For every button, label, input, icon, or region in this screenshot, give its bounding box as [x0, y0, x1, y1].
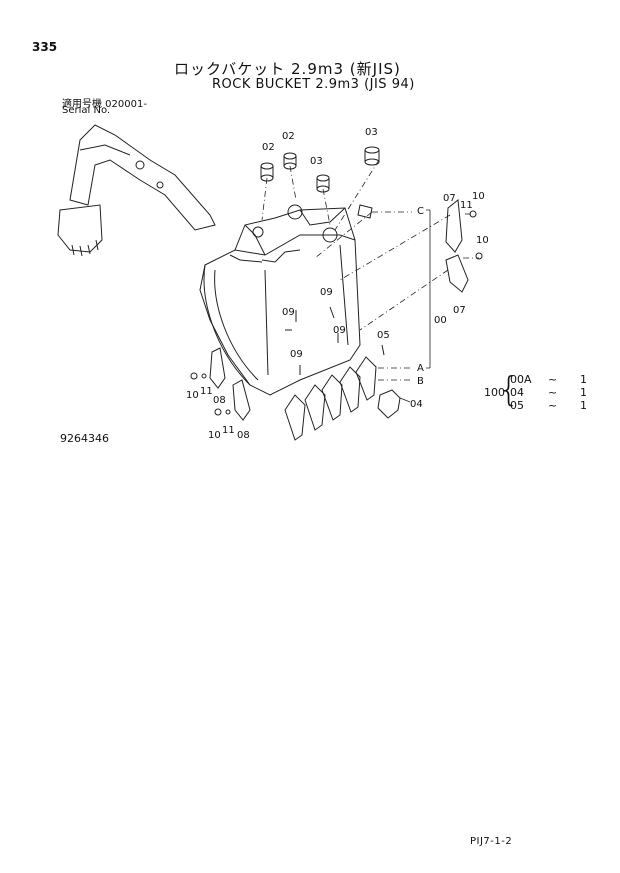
callout-07: 07 — [453, 305, 466, 316]
bucket-body — [199, 204, 361, 396]
callout-08: 08 — [237, 430, 250, 441]
bucket-teeth — [284, 356, 377, 441]
row-code: 04 — [510, 386, 524, 399]
row-qty: 1 — [580, 373, 587, 386]
excavator-attachment-thumbnail — [57, 124, 216, 257]
bolts-and-nuts — [190, 210, 483, 416]
callout-09: 09 — [333, 325, 346, 336]
callout-05: 05 — [377, 330, 390, 341]
row-code: 00A — [510, 373, 532, 386]
callout-09: 09 — [320, 287, 333, 298]
row-code: 05 — [510, 399, 524, 412]
callout-10: 10 — [476, 235, 489, 246]
side-cutters — [209, 199, 469, 421]
callout-10: 10 — [472, 191, 485, 202]
callout-08: 08 — [213, 395, 226, 406]
bushings — [260, 146, 380, 193]
tooth-part-04 — [377, 389, 401, 419]
row-tilde: ~ — [548, 399, 558, 412]
callout-09: 09 — [290, 349, 303, 360]
title-english: ROCK BUCKET 2.9m3 (JIS 94) — [212, 77, 415, 92]
brace-icon: { — [498, 370, 520, 410]
callout-10: 10 — [208, 430, 221, 441]
row-qty: 1 — [580, 399, 587, 412]
drawing-number: 9264346 — [60, 432, 109, 445]
callout-11: 11 — [460, 200, 473, 211]
assembly-lines — [261, 159, 479, 381]
callout-00: 00 — [434, 315, 447, 326]
callout-A: A — [417, 363, 424, 374]
serial-label-english: Serial No. — [62, 105, 111, 116]
callout-09: 09 — [282, 307, 295, 318]
row-qty: 1 — [580, 386, 587, 399]
quantity-row: 00A ~ 1 — [510, 373, 594, 386]
page-code: PIJ7-1-2 — [470, 836, 513, 847]
quantity-row: 04 ~ 1 — [510, 386, 594, 399]
callout-07: 07 — [443, 193, 456, 204]
callout-03: 03 — [365, 127, 378, 138]
row-tilde: ~ — [548, 386, 558, 399]
callout-03: 03 — [310, 156, 323, 167]
callout-B: B — [417, 376, 424, 387]
quantity-row: 05 ~ 1 — [510, 399, 594, 412]
callout-02: 02 — [282, 131, 295, 142]
callout-11: 11 — [200, 386, 213, 397]
callout-10: 10 — [186, 390, 199, 401]
callout-C: C — [417, 206, 424, 217]
page-number: 335 — [32, 40, 58, 54]
callout-11: 11 — [222, 425, 235, 436]
title-japanese: ロックバケット 2.9m3 (新JIS) — [174, 60, 401, 78]
serial-label-japanese: 適用号機 020001- — [62, 99, 147, 110]
callout-02: 02 — [262, 142, 275, 153]
row-tilde: ~ — [548, 373, 558, 386]
quantity-total: 100 — [484, 386, 505, 399]
callout-04: 04 — [410, 399, 423, 410]
leader-lines — [399, 209, 431, 403]
